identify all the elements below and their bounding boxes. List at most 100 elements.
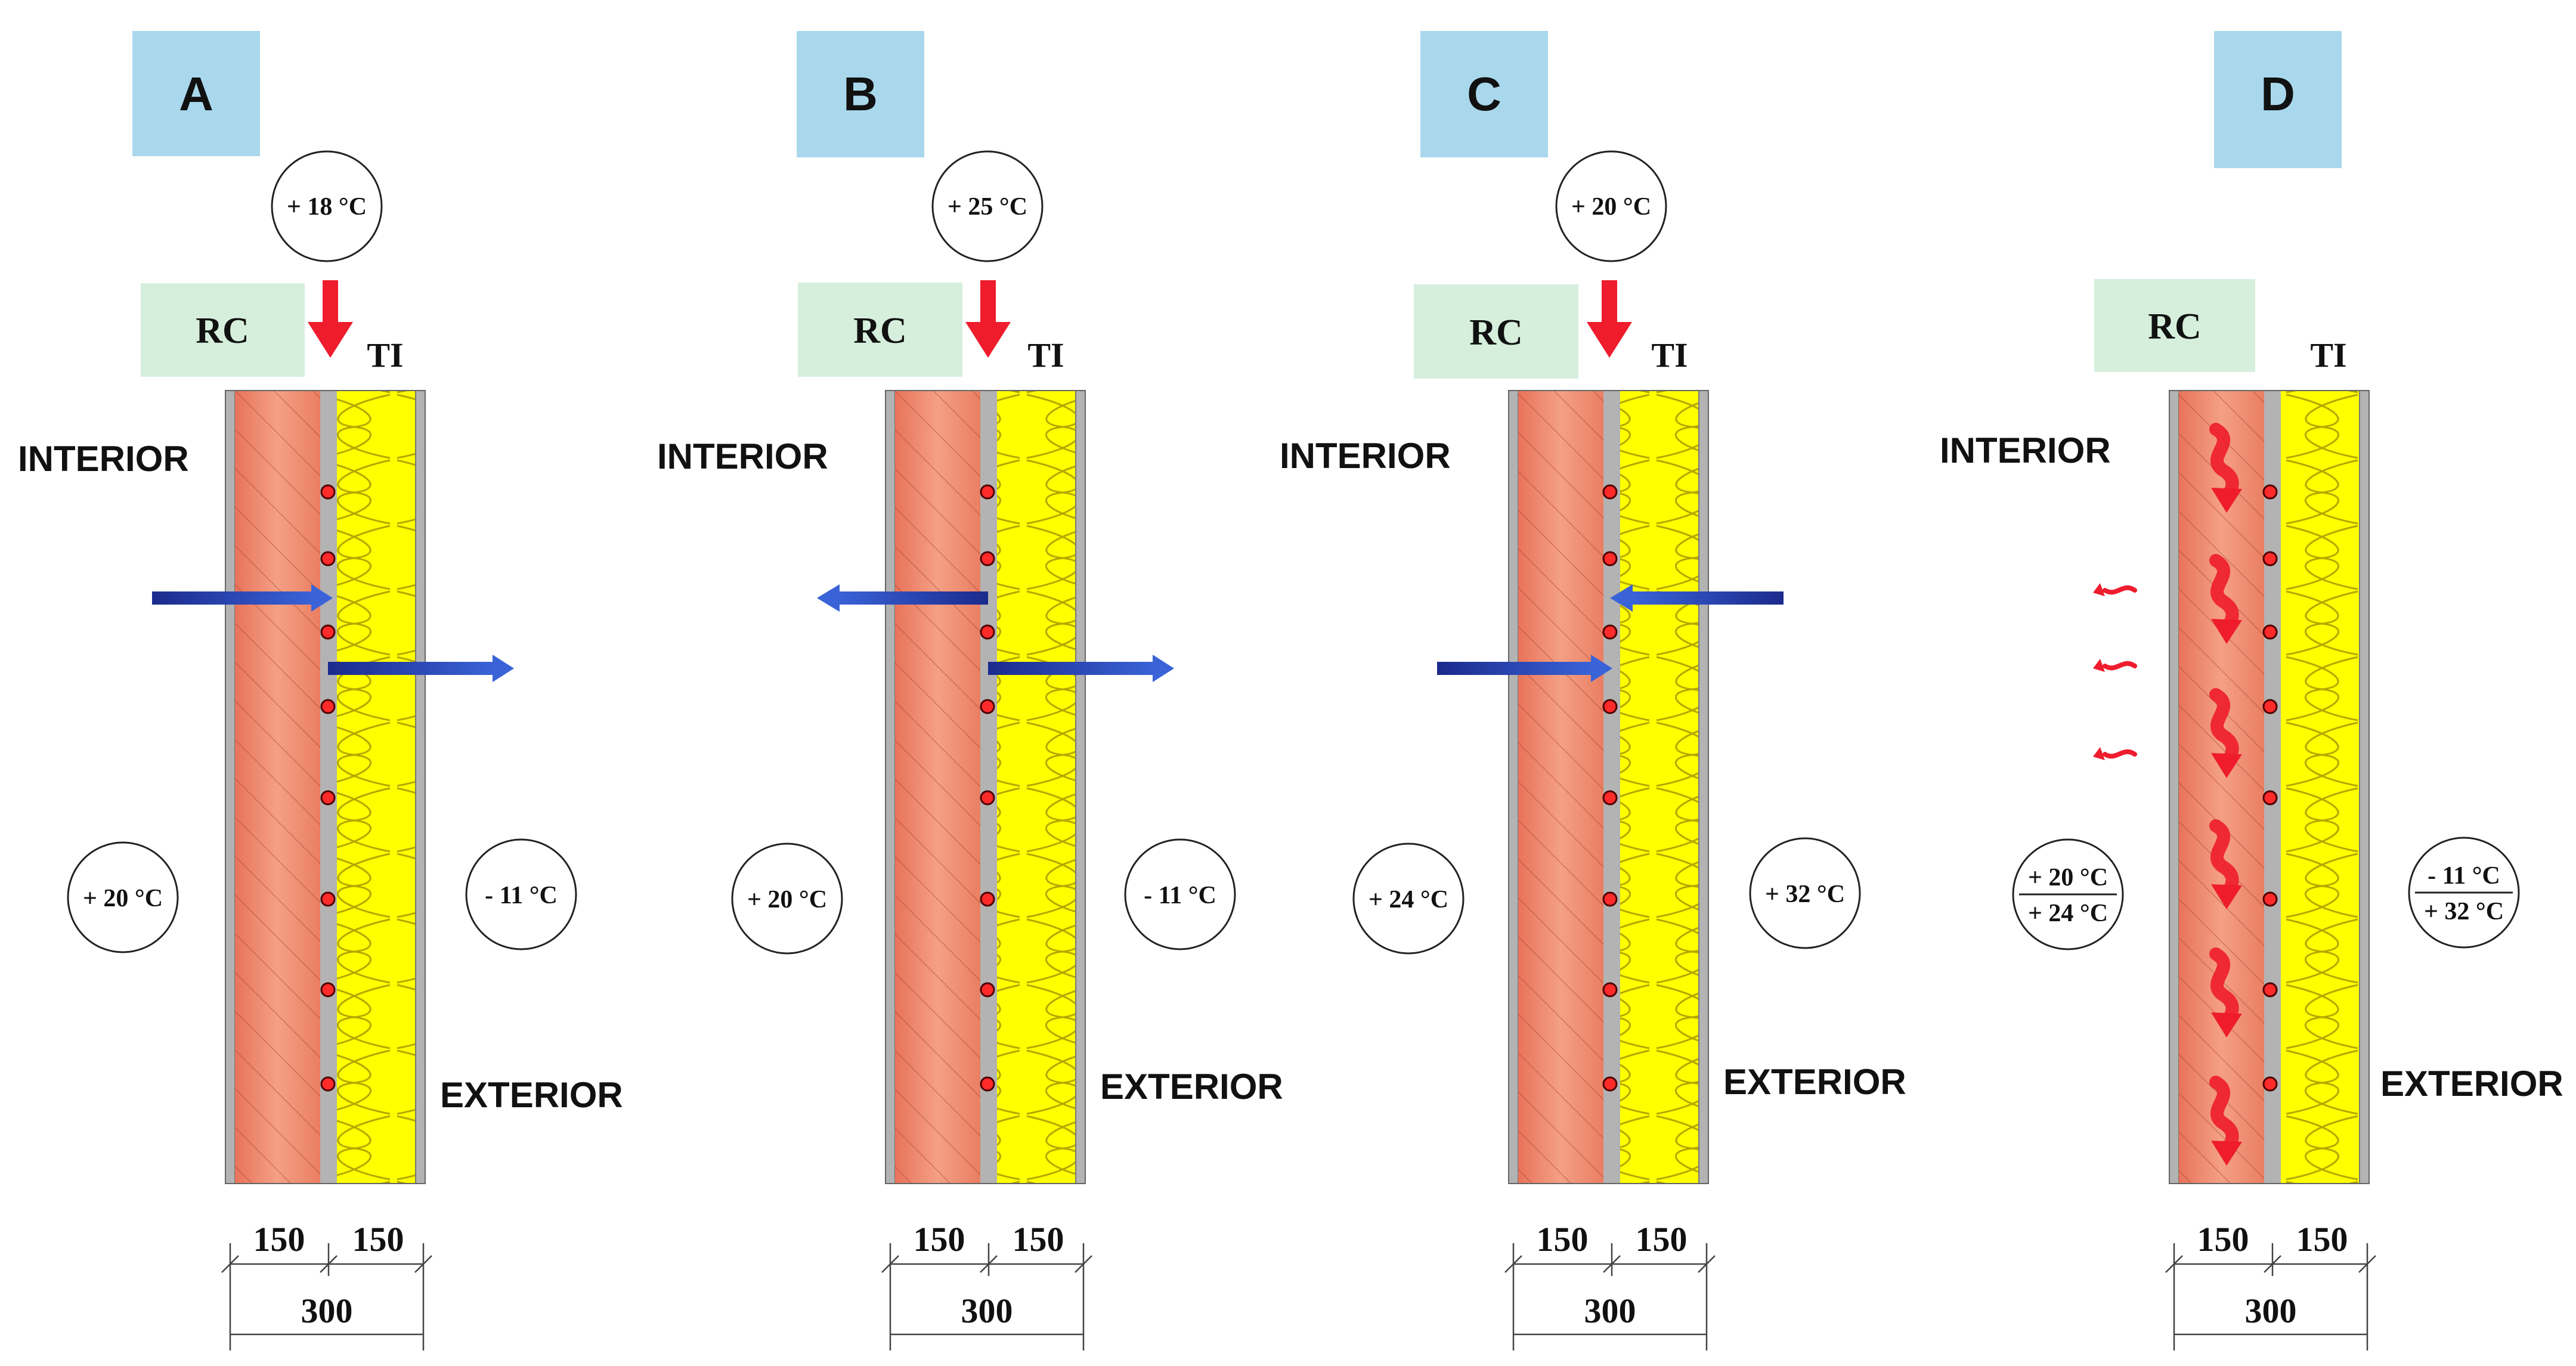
sensor-dot-icon bbox=[980, 982, 995, 998]
top-temp-badge bbox=[271, 150, 383, 262]
red-down-arrow-icon bbox=[308, 280, 353, 358]
top-temp: + 20 °C bbox=[1571, 193, 1651, 221]
heat-wave-icon bbox=[2209, 947, 2242, 1037]
sensor-dot-icon bbox=[2262, 1076, 2278, 1092]
heat-wave-icon bbox=[2209, 1076, 2242, 1166]
dim-total: 300 bbox=[1584, 1291, 1636, 1330]
dimension-lines bbox=[221, 1243, 432, 1350]
panel-label-box bbox=[2214, 31, 2342, 168]
interior-temp-bottom: + 24 °C bbox=[2028, 900, 2108, 927]
dim-total: 300 bbox=[961, 1291, 1013, 1330]
top-temp: + 18 °C bbox=[287, 193, 367, 221]
dim-ti: 150 bbox=[1636, 1220, 1688, 1259]
sensor-dot-icon bbox=[980, 624, 995, 640]
dim-rc: 150 bbox=[2197, 1220, 2249, 1259]
rc-label: RC bbox=[853, 311, 907, 351]
panel-label: A bbox=[179, 67, 213, 120]
exterior-temp: - 11 °C bbox=[1144, 882, 1216, 909]
insulation-layer bbox=[337, 391, 416, 1184]
concrete-layer bbox=[2179, 391, 2264, 1184]
sensor-dot-icon bbox=[320, 790, 336, 806]
top-temp: + 25 °C bbox=[948, 193, 1027, 221]
sensor-dot-icon bbox=[980, 699, 995, 714]
exterior-temp: + 32 °C bbox=[1765, 881, 1845, 908]
interior-temp: + 24 °C bbox=[1368, 886, 1448, 913]
interior-label: INTERIOR bbox=[657, 436, 828, 476]
sensor-dot-icon bbox=[2262, 624, 2278, 640]
insulation-layer bbox=[2281, 391, 2360, 1184]
wall-section bbox=[225, 390, 426, 1184]
panel-b: B + 25 °C RC TI bbox=[657, 31, 1283, 1350]
rc-box bbox=[798, 283, 962, 377]
heat-wave-icon bbox=[2209, 819, 2242, 909]
ti-label: TI bbox=[1651, 336, 1688, 374]
interior-temp-top: + 20 °C bbox=[2028, 864, 2108, 891]
sensor-column bbox=[980, 484, 995, 1092]
interior-temp: + 20 °C bbox=[83, 885, 163, 912]
ti-label: TI bbox=[367, 336, 403, 374]
exterior-label: EXTERIOR bbox=[2380, 1064, 2563, 1104]
sensor-dot-icon bbox=[980, 484, 995, 500]
panel-d: D RC TI bbox=[1940, 31, 2563, 1350]
rc-box bbox=[141, 283, 305, 377]
sensor-column bbox=[320, 484, 336, 1092]
ti-label: TI bbox=[2310, 336, 2346, 374]
heat-wave-icon bbox=[2209, 688, 2242, 778]
rc-label: RC bbox=[196, 311, 249, 351]
dimension-lines bbox=[881, 1243, 1092, 1350]
dim-rc: 150 bbox=[253, 1220, 305, 1259]
dim-total: 300 bbox=[301, 1291, 353, 1330]
interior-label: INTERIOR bbox=[1280, 436, 1451, 476]
interior-temp-badge bbox=[67, 841, 179, 953]
blue-flow-arrow-icon bbox=[988, 655, 1174, 682]
insulation-layer bbox=[997, 391, 1076, 1184]
panel-label: B bbox=[843, 67, 878, 120]
concrete-layer bbox=[895, 391, 980, 1184]
exterior-label: EXTERIOR bbox=[440, 1075, 623, 1115]
dim-rc: 150 bbox=[1537, 1220, 1589, 1259]
panel-c: C + 20 °C RC TI bbox=[1280, 31, 1906, 1350]
rc-label: RC bbox=[1469, 312, 1523, 353]
wall-section bbox=[885, 390, 1086, 1184]
panel-a: A + 18 °C RC TI bbox=[18, 31, 623, 1350]
blue-flow-arrow-icon bbox=[817, 584, 988, 612]
heat-wave-icon bbox=[2093, 659, 2137, 672]
sensor-dot-icon bbox=[1602, 551, 1618, 566]
sensor-dot-icon bbox=[2262, 891, 2278, 907]
interior-temp: + 20 °C bbox=[747, 886, 827, 913]
sensor-dot-icon bbox=[980, 551, 995, 566]
sensor-dot-icon bbox=[1602, 982, 1618, 998]
rc-box bbox=[2094, 279, 2255, 372]
ti-label: TI bbox=[1027, 336, 1064, 374]
exterior-temp-badge bbox=[1749, 837, 1861, 949]
sensor-column bbox=[1602, 484, 1618, 1092]
heat-wave-icon bbox=[2093, 747, 2137, 760]
sensor-dot-icon bbox=[320, 624, 336, 640]
concrete-layer bbox=[1518, 391, 1603, 1184]
sensor-dot-icon bbox=[2262, 790, 2278, 806]
interior-temp-badge bbox=[1352, 842, 1465, 955]
exterior-temp-bottom: + 32 °C bbox=[2424, 898, 2504, 925]
exterior-label: EXTERIOR bbox=[1723, 1062, 1906, 1102]
sensor-dot-icon bbox=[2262, 551, 2278, 566]
dimension-lines bbox=[1504, 1243, 1716, 1350]
dim-ti: 150 bbox=[2296, 1220, 2348, 1259]
blue-flow-arrow-icon bbox=[1610, 584, 1784, 612]
panel-label-box bbox=[132, 31, 260, 156]
interior-label: INTERIOR bbox=[18, 439, 189, 479]
panel-label: D bbox=[2261, 67, 2295, 120]
blue-flow-arrow-icon bbox=[328, 655, 514, 682]
sensor-dot-icon bbox=[1602, 790, 1618, 806]
blue-flow-arrow-icon bbox=[1437, 655, 1612, 682]
rc-label: RC bbox=[2148, 306, 2202, 347]
dim-total: 300 bbox=[2245, 1291, 2297, 1330]
sensor-dot-icon bbox=[2262, 484, 2278, 500]
exterior-temp-badge bbox=[465, 838, 577, 950]
panel-label-box bbox=[797, 31, 924, 157]
sensor-dot-icon bbox=[320, 484, 336, 500]
sensor-dot-icon bbox=[320, 551, 336, 566]
red-down-arrow-icon bbox=[965, 280, 1011, 358]
panel-label: C bbox=[1467, 67, 1501, 120]
sensor-dot-icon bbox=[1602, 484, 1618, 500]
heat-wave-icon bbox=[2209, 423, 2242, 513]
